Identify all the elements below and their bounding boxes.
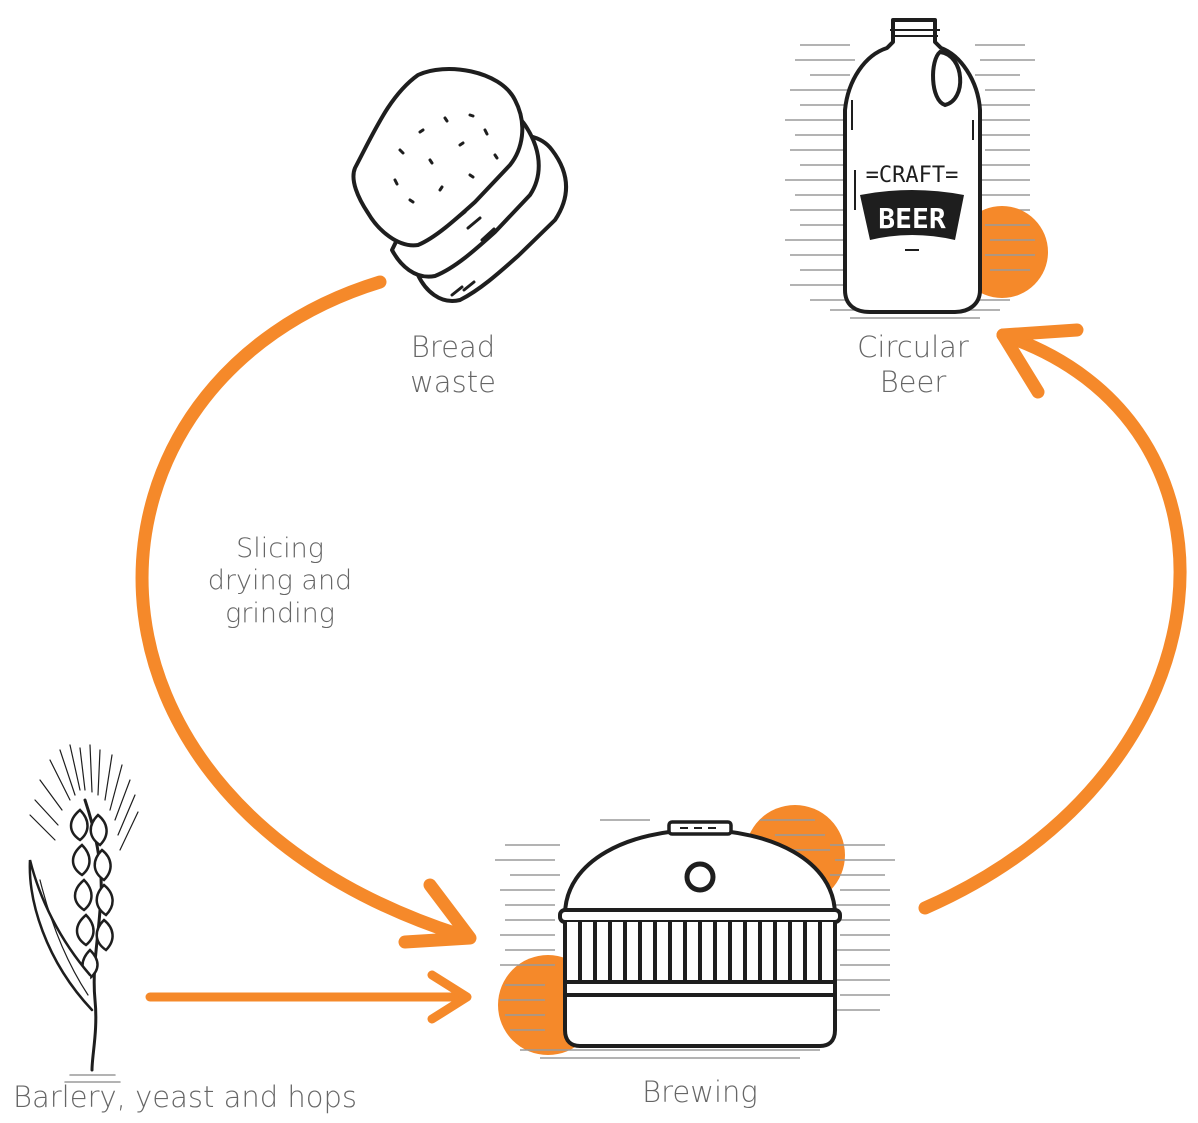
barley-label-text: Barlery, yeast and hops [10,1080,360,1115]
circular-beer-label-line1: Circular [833,330,993,365]
brewing-label-text: Brewing [610,1075,790,1110]
bread-waste-label-line2: waste [383,365,523,400]
bottle-beer-text: BEER [878,202,946,235]
arrow-barley-to-brewing [150,975,467,1019]
arrow-brewing-to-beer [925,330,1180,908]
bottle-craft-text: =CRAFT= [866,163,959,188]
barley-ear-icon [30,745,138,1082]
process-step-label-line2: drying and [180,565,380,597]
beer-growler-icon: =CRAFT= BEER [785,20,1048,318]
barley-label: Barlery, yeast and hops [10,1080,360,1115]
bread-waste-label: Bread waste [383,330,523,400]
circular-beer-label: Circular Beer [833,330,993,400]
brewing-kettle-icon [495,805,895,1058]
process-step-label: Slicing drying and grinding [180,533,380,630]
bread-slices-icon [353,69,566,301]
bread-waste-label-line1: Bread [383,330,523,365]
circular-beer-label-line2: Beer [833,365,993,400]
process-step-label-line1: Slicing [180,533,380,565]
brewing-label: Brewing [610,1075,790,1110]
process-step-label-line3: grinding [180,598,380,630]
